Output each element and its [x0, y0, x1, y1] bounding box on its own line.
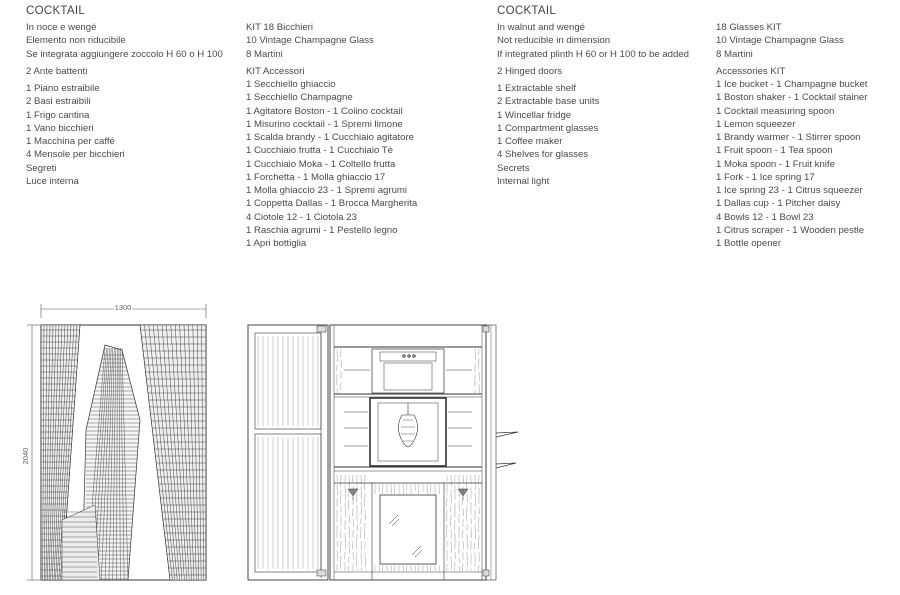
kit-item: 1 Dallas cup - 1 Pitcher daisy	[716, 198, 841, 210]
kit-item: 1 Lemon squeezer	[716, 118, 796, 130]
kit-item: 1 Secchiello Champagne	[246, 92, 353, 104]
feature-item: 1 Wincellar fridge	[497, 109, 572, 121]
feature-item: 1 Extractable shelf	[497, 83, 576, 94]
english-kits: 18 Glasses KIT 10 Vintage Champagne Glas…	[716, 21, 867, 250]
feature-item: 1 Frigo cantina	[26, 109, 90, 121]
italian-kits: KIT 18 Bicchieri 10 Vintage Champagne Gl…	[246, 21, 417, 250]
product-title-en: COCKTAIL	[497, 5, 557, 17]
feature-item: 1 Coffee maker	[497, 136, 563, 147]
kit-item: 1 Cocktail measuring spoon	[716, 105, 835, 117]
kit-item: 1 Boston shaker - 1 Cocktail stainer	[716, 92, 868, 104]
desc-line: In walnut and wengé	[497, 22, 586, 33]
kit-item: 1 Brandy warmer - 1 Stirrer spoon	[716, 132, 861, 143]
wine-fridge	[369, 397, 447, 467]
closed-cabinet-front	[40, 324, 207, 581]
kit-item: 10 Vintage Champagne Glass	[246, 35, 374, 47]
kit-item: 1 Forchetta - 1 Molla ghiaccio 17	[246, 171, 386, 183]
kit-item: 1 Agitatore Boston - 1 Colino cocktail	[246, 105, 403, 117]
kit-item: 4 Ciotole 12 - 1 Ciotola 23	[246, 211, 357, 223]
english-description: COCKTAIL In walnut and wengé Not reducib…	[497, 4, 689, 188]
feature-item: 4 Shelves for glasses	[497, 149, 589, 161]
desc-line: If integrated plinth H 60 or H 100 to be…	[497, 48, 690, 60]
kit-item: 1 Raschia agrumi - 1 Pestello legno	[246, 224, 398, 236]
kit-item: 1 Cucchiaio Moka - 1 Coltello frutta	[246, 158, 396, 170]
extractable-shelf	[495, 431, 519, 438]
kit-item: 1 Citrus scraper - 1 Wooden pestle	[716, 224, 865, 236]
kit-item: 1 Fork - 1 Ice spring 17	[716, 171, 815, 183]
desc-line: Elemento non riducibile	[26, 35, 126, 47]
desc-line: Se integrata aggiungere zoccolo H 60 o H…	[26, 48, 223, 60]
kit-item: 1 Molla ghiaccio 23 - 1 Spremi agrumi	[246, 185, 408, 196]
martini-glass-icon	[347, 488, 359, 497]
feature-item: 1 Vano bicchieri	[26, 122, 94, 134]
kit-item: 10 Vintage Champagne Glass	[716, 35, 844, 47]
kit-item: 1 Apri bottiglia	[246, 238, 307, 249]
height-dimension-label: 2040	[21, 448, 30, 465]
kit-item: 1 Moka spoon - 1 Fruit knife	[716, 158, 835, 170]
doors-line: 2 Hinged doors	[497, 65, 563, 77]
kit-item: 1 Scalda brandy - 1 Cucchiaio agitatore	[246, 132, 414, 143]
kit-item: 1 Fruit spoon - 1 Tea spoon	[716, 145, 833, 157]
open-cabinet-front	[247, 324, 519, 581]
feature-item: 2 Basi estraibili	[26, 96, 91, 108]
feature-item: 1 Macchina per caffé	[26, 136, 115, 147]
desc-line: In noce e wengé	[26, 22, 97, 33]
height-dimension-line	[27, 324, 40, 581]
kit-item: 1 Ice spring 23 - 1 Citrus squeezer	[716, 185, 863, 196]
italian-description: COCKTAIL In noce e wengé Elemento non ri…	[26, 4, 223, 188]
kit-item: 1 Cucchiaio frutta - 1 Cucchiaio Tè	[246, 145, 393, 157]
coffee-maker	[371, 348, 445, 394]
kit-item: 1 Bottle opener	[716, 238, 782, 249]
kit-item: 8 Martini	[716, 48, 753, 60]
kit-title: KIT 18 Bicchieri	[246, 22, 314, 33]
feature-item: Secrets	[497, 162, 530, 174]
doors-line: 2 Ante battenti	[26, 65, 88, 77]
kit-item: 8 Martini	[246, 48, 283, 60]
product-title-it: COCKTAIL	[26, 5, 86, 17]
feature-item: 4 Mensole per bicchieri	[26, 149, 125, 161]
kit-item: 4 Bowls 12 - 1 Bowl 23	[716, 211, 814, 223]
width-dimension-line	[40, 304, 207, 318]
feature-item: Luce interna	[26, 175, 79, 187]
kit-item: 1 Coppetta Dallas - 1 Brocca Margherita	[246, 198, 418, 210]
feature-item: Segreti	[26, 162, 57, 174]
width-dimension-label: 1300	[115, 303, 132, 312]
glass-compartment	[379, 494, 437, 565]
kit-item: 1 Ice bucket - 1 Champagne bucket	[716, 79, 868, 90]
kit-title: 18 Glasses KIT	[716, 22, 782, 33]
feature-item: 1 Compartment glasses	[497, 122, 599, 134]
light-bulb-icon	[398, 403, 418, 448]
kit-item: 1 Misurino cocktail - 1 Spremi limone	[246, 118, 403, 130]
kit-item: 1 Secchiello ghiaccio	[246, 79, 336, 90]
feature-item: Internal light	[497, 175, 550, 187]
kit-title: KIT Accessori	[246, 65, 305, 77]
feature-item: 2 Extractable base units	[497, 96, 600, 108]
kit-title: Accessories KIT	[716, 65, 786, 77]
skyscraper-illustration	[41, 325, 206, 580]
feature-item: 1 Piano estraibile	[26, 83, 100, 94]
desc-line: Not reducible in dimension	[497, 35, 611, 47]
left-door	[247, 324, 329, 581]
